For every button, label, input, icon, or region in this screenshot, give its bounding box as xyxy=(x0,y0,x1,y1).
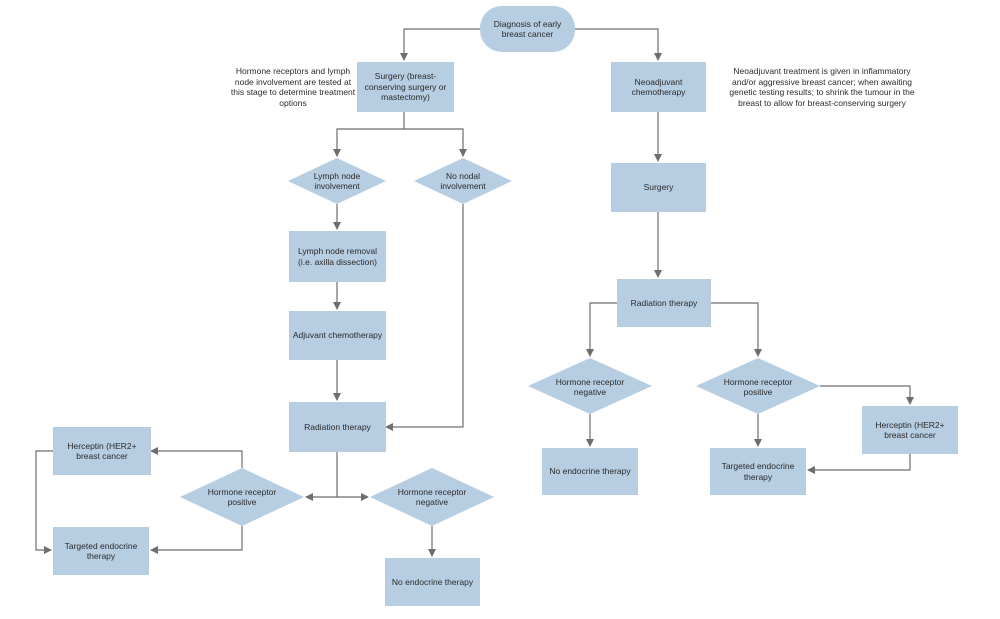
edge-herceptin-to-endocrine-right xyxy=(807,454,911,474)
herceptin-left-node: Herceptin (HER2+ breast cancer xyxy=(53,427,151,475)
edge-no-nodal-to-radiation xyxy=(385,204,464,431)
edge-diagnosis-to-neoadjuvant xyxy=(575,28,662,61)
hr-negative-left-label: Hormone receptor negative xyxy=(397,486,467,508)
radiation-right-node: Radiation therapy xyxy=(617,279,711,327)
lymph-node-removal-node: Lymph node removal (i.e. axilla dissecti… xyxy=(289,231,386,282)
edge-hr-positive-to-endocrine-left xyxy=(150,526,243,554)
decision-hr-negative-right xyxy=(528,358,652,414)
hr-positive-right-label: Hormone receptor positive xyxy=(723,376,793,398)
edge-diagnosis-to-surgery xyxy=(400,28,480,61)
no-endocrine-left-node: No endocrine therapy xyxy=(385,558,480,606)
radiation-left-node: Radiation therapy xyxy=(289,402,386,452)
edge-herceptin-to-endocrine-left xyxy=(35,450,53,554)
hr-positive-left-label: Hormone receptor positive xyxy=(207,486,277,508)
no-endocrine-right-node: No endocrine therapy xyxy=(542,448,638,495)
targeted-endocrine-left-node: Targeted endocrine therapy xyxy=(53,527,149,575)
hr-negative-right-label: Hormone receptor negative xyxy=(555,376,625,398)
decision-hr-negative-left xyxy=(370,468,494,526)
decision-hr-positive-left xyxy=(180,468,304,526)
surgery-left-node: Surgery (breast-conserving surgery or ma… xyxy=(357,62,454,112)
no-nodal-involvement-label: No nodal involvement xyxy=(440,170,486,192)
note-right: Neoadjuvant treatment is given in inflam… xyxy=(729,66,915,108)
edge-hr-positive-to-herceptin-right xyxy=(820,385,914,405)
edge-radiation-to-hr-positive-right xyxy=(711,302,762,357)
diagnosis-node: Diagnosis of early breast cancer xyxy=(480,6,575,52)
herceptin-right-node: Herceptin (HER2+ breast cancer xyxy=(862,406,958,454)
edge-hr-positive-to-herceptin-left xyxy=(150,447,243,468)
decision-lymph-node-involvement xyxy=(288,158,386,204)
edge-radiation-to-hr-negative-right xyxy=(586,302,617,357)
edge-surgery-to-no-nodal xyxy=(404,128,467,157)
note-left: Hormone receptors and lymph node involve… xyxy=(230,66,356,108)
decision-no-nodal-involvement xyxy=(414,158,512,204)
decision-hr-positive-right xyxy=(696,358,820,414)
neoadjuvant-node: Neoadjuvant chemotherapy xyxy=(611,62,706,112)
adjuvant-chemotherapy-node: Adjuvant chemotherapy xyxy=(289,311,386,360)
surgery-right-node: Surgery xyxy=(611,163,706,212)
edge-surgery-to-lymph-node xyxy=(333,112,405,157)
edge-radiation-to-hr-positive-left xyxy=(305,452,338,501)
targeted-endocrine-right-node: Targeted endocrine therapy xyxy=(710,448,806,495)
lymph-node-involvement-label: Lymph node involvement xyxy=(313,170,361,192)
